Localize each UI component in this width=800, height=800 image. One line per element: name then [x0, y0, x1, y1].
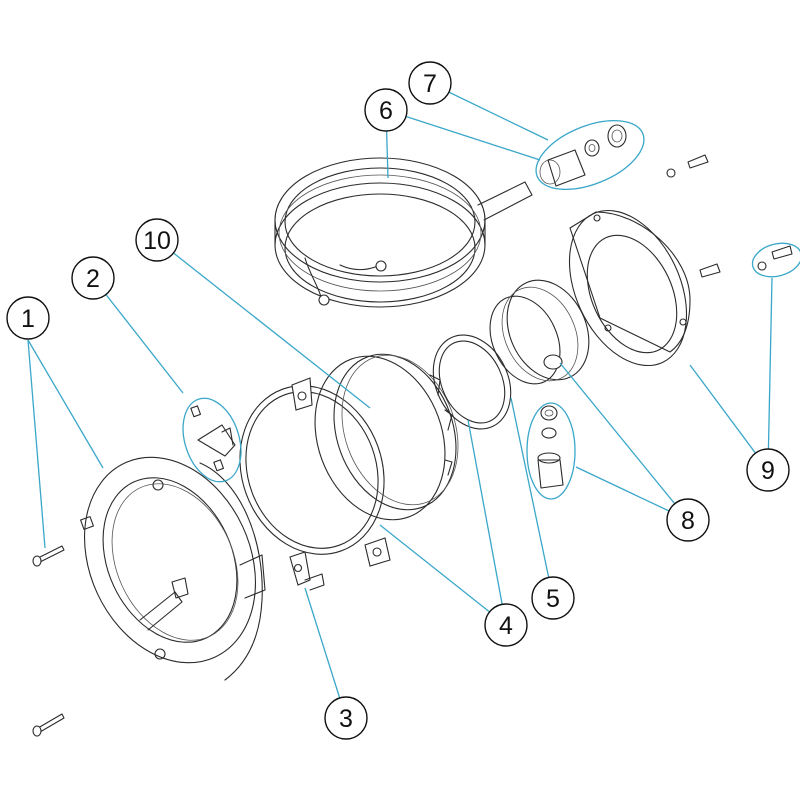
gasket-part — [432, 334, 512, 430]
callout-8-label: 8 — [681, 507, 695, 535]
leader-4b — [467, 419, 507, 626]
gland-group-oval — [535, 120, 645, 190]
leader-6b — [385, 109, 541, 161]
leader-7 — [429, 82, 549, 141]
callout-2-label: 2 — [86, 265, 100, 293]
leader-9b — [767, 277, 773, 471]
callout-5: 5 — [531, 576, 575, 620]
front-ring-part — [80, 456, 266, 681]
leader-8a — [559, 362, 689, 521]
callout-10: 10 — [135, 218, 179, 262]
callout-7: 7 — [408, 61, 452, 105]
callout-1: 1 — [6, 296, 50, 340]
screw-lower-part — [32, 713, 65, 737]
bolt-group-part — [757, 245, 793, 271]
screw-upper-part — [32, 545, 65, 567]
cable-coil-part — [274, 157, 533, 308]
callout-10-label: 10 — [143, 227, 171, 255]
callout-1-label: 1 — [21, 305, 35, 333]
rear-plate-part — [568, 209, 691, 367]
gland-set-part — [539, 124, 627, 187]
clip-group-oval — [182, 397, 242, 483]
retaining-ring-part — [239, 377, 391, 567]
leader-5 — [510, 397, 554, 599]
leader-3 — [304, 587, 347, 719]
leader-9a — [689, 364, 769, 471]
callout-3-label: 3 — [339, 705, 353, 733]
callout-8: 8 — [666, 498, 710, 542]
leader-1b — [27, 339, 104, 469]
clip-part — [190, 405, 236, 472]
leader-1a — [27, 339, 46, 549]
rear-housing-part — [489, 279, 590, 385]
leader-2 — [92, 277, 184, 394]
leader-lines — [27, 82, 800, 719]
bolt-upper-part — [666, 154, 709, 178]
callout-9: 9 — [746, 448, 790, 492]
bracket-part — [289, 551, 325, 591]
callout-3: 3 — [324, 696, 368, 740]
leader-4a — [379, 524, 507, 626]
callout-6: 6 — [364, 88, 408, 132]
callout-2: 2 — [71, 256, 115, 300]
callout-4: 4 — [484, 603, 528, 647]
callout-5-label: 5 — [546, 585, 560, 613]
callout-9-label: 9 — [761, 457, 775, 485]
leader-10 — [156, 239, 371, 409]
lamp-body-part — [314, 353, 459, 521]
fitting-set-part — [537, 405, 564, 489]
bolt-middle-part — [699, 263, 721, 278]
callout-6-label: 6 — [379, 97, 393, 125]
fitting-group-oval — [526, 402, 576, 500]
callout-4-label: 4 — [499, 612, 513, 640]
bolt-group-oval — [751, 242, 800, 278]
callout-7-label: 7 — [423, 70, 437, 98]
